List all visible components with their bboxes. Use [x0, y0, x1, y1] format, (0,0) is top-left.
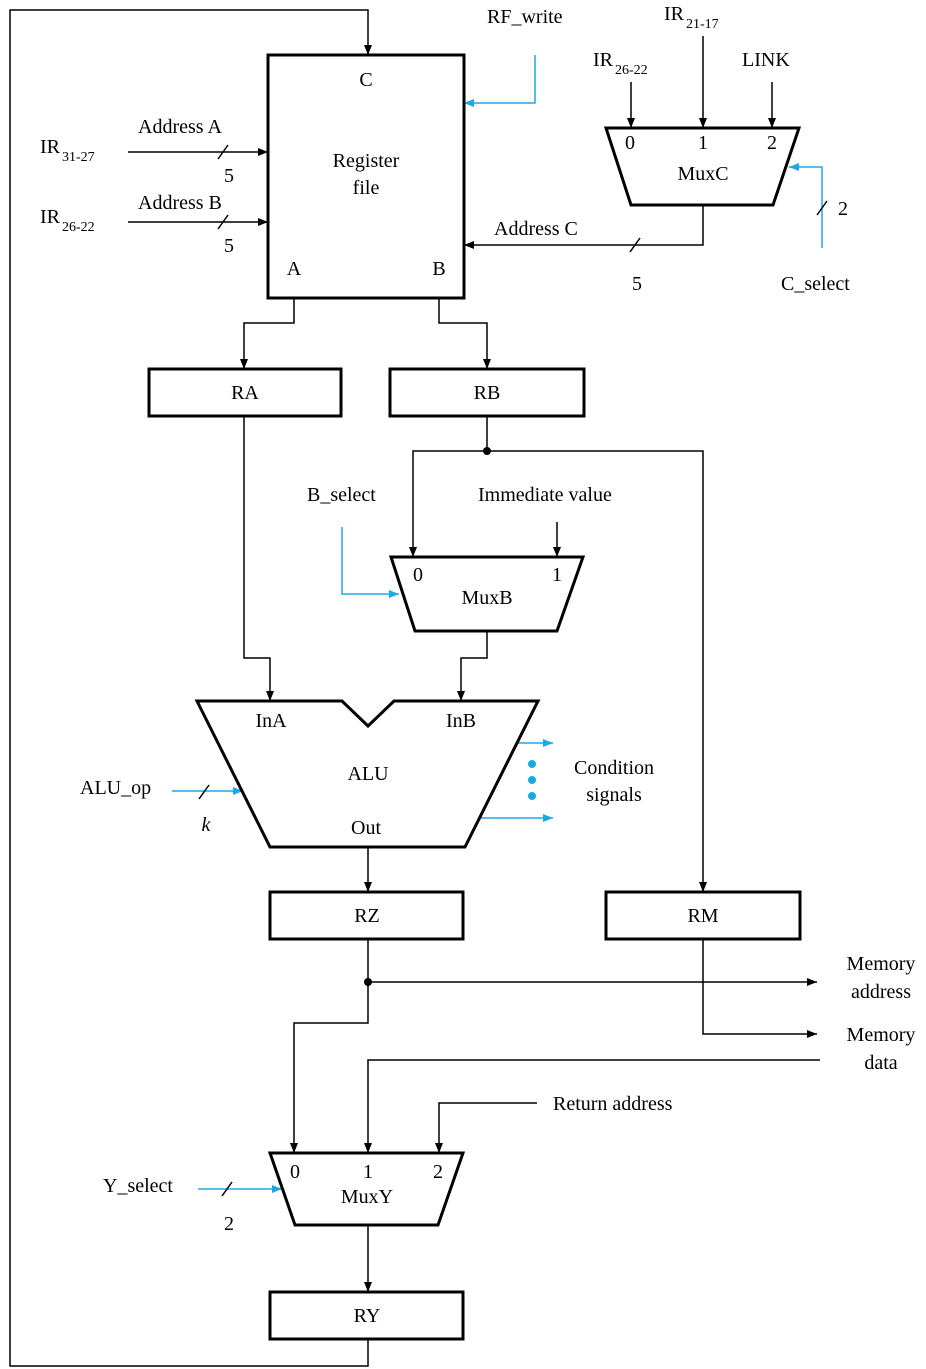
link-label: LINK [742, 49, 790, 71]
memory-address-line2: address [851, 981, 911, 1003]
memory-data-to-muxy-wire [364, 1059, 820, 1153]
ra-to-alu-wire [243, 416, 274, 701]
rm-label: RM [687, 905, 718, 927]
muxc-input-1: 1 [698, 132, 708, 154]
alu-name: ALU [347, 763, 389, 785]
address-c-label: Address C [494, 218, 578, 240]
condition-signals-line1: Condition [574, 757, 654, 779]
c-select-width: 2 [838, 198, 848, 220]
muxb-to-alu-wire [457, 631, 488, 701]
condition-ellipsis [528, 760, 536, 800]
rb-to-muxb-wire [409, 450, 487, 557]
address-a-width: 5 [224, 165, 234, 187]
muxb-input-1: 1 [552, 564, 562, 586]
alu [194, 699, 541, 849]
alu-op-width: k [202, 814, 212, 836]
rz-junction-dot [364, 978, 372, 986]
muxy-input-2: 2 [433, 1161, 443, 1183]
memory-address-line1: Memory [847, 953, 916, 975]
memory-data-line2: data [864, 1052, 897, 1074]
muxc-name: MuxC [677, 163, 728, 185]
mux-y [267, 1151, 466, 1227]
mux-c [603, 126, 802, 207]
c-select-label: C_select [781, 273, 850, 295]
y-select-width: 2 [224, 1213, 234, 1235]
ry-label: RY [354, 1305, 381, 1327]
register-file-port-c: C [359, 69, 372, 91]
register-ry [268, 1290, 465, 1341]
muxc-input-2: 2 [767, 132, 777, 154]
b-select-control-wire [341, 527, 399, 598]
address-b-width: 5 [224, 235, 234, 257]
address-b-label: Address B [138, 192, 222, 214]
rf-write-control-wire [464, 55, 536, 107]
port-a-to-ra-wire [240, 298, 295, 369]
ra-label: RA [231, 382, 259, 404]
mux-b [388, 555, 586, 633]
address-c-wire [464, 205, 704, 249]
rf-write-label: RF_write [487, 6, 563, 28]
alu-in-b-label: InB [446, 710, 476, 732]
register-rz [268, 890, 465, 941]
muxy-input-0: 0 [290, 1161, 300, 1183]
muxy-input-1: 1 [363, 1161, 373, 1183]
condition-signals-line2: signals [586, 784, 642, 806]
address-c-width: 5 [632, 273, 642, 295]
register-file-title-line2: file [353, 177, 380, 199]
rb-label: RB [474, 382, 501, 404]
register-file-title-line1: Register [333, 150, 400, 172]
port-b-to-rb-wire [438, 298, 491, 369]
register-file [266, 53, 466, 300]
register-ra [147, 367, 343, 418]
feedback-wire [9, 9, 372, 1367]
address-a-label: Address A [138, 116, 222, 138]
muxy-name: MuxY [341, 1186, 393, 1208]
muxb-name: MuxB [461, 587, 512, 609]
rz-label: RZ [354, 905, 380, 927]
register-file-port-a: A [287, 258, 302, 280]
rz-to-muxy-wire [290, 982, 369, 1153]
register-file-port-b: B [432, 258, 445, 280]
muxb-input-0: 0 [413, 564, 423, 586]
b-select-label: B_select [307, 484, 376, 506]
return-address-to-muxy-wire [435, 1102, 537, 1153]
alu-in-a-label: InA [255, 710, 287, 732]
rb-junction-dot [483, 447, 491, 455]
return-address-label: Return address [553, 1093, 673, 1115]
alu-out-label: Out [351, 817, 381, 839]
y-select-label: Y_select [103, 1175, 173, 1197]
memory-data-line1: Memory [847, 1024, 916, 1046]
immediate-value-label: Immediate value [478, 484, 612, 506]
rm-to-memory-data-wire [702, 939, 817, 1038]
register-rm [604, 890, 802, 941]
alu-op-label: ALU_op [80, 777, 151, 799]
muxc-input-0: 0 [625, 132, 635, 154]
rb-to-rm-wire [487, 450, 707, 892]
register-rb [388, 367, 586, 418]
c-select-control-wire [789, 163, 823, 248]
